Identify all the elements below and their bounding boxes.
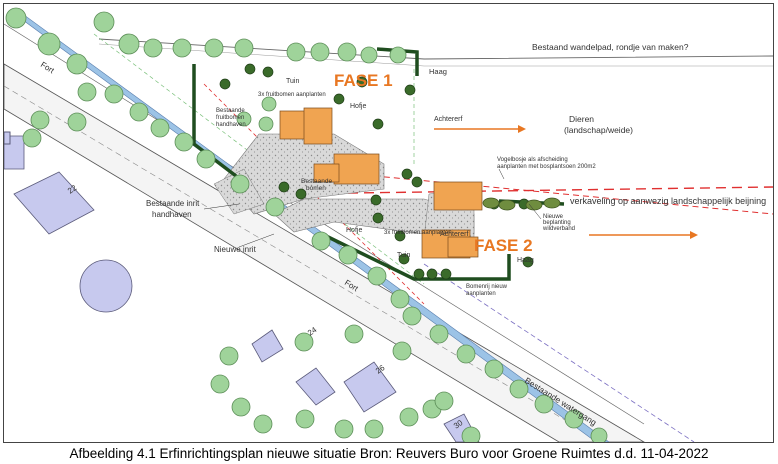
label-bomenrij-1: Bomenrij nieuw — [466, 284, 508, 290]
label-dieren: Dieren — [569, 114, 594, 124]
label-beplanting-3: wildverband — [542, 226, 575, 232]
label-bestaande-bomen-2: bomen — [306, 185, 326, 192]
label-inrit-bestaand-1: Bestaande inrit — [146, 199, 200, 208]
figure-caption: Afbeelding 4.1 Erfinrichtingsplan nieuwe… — [69, 446, 709, 461]
site-plan-drawing: FASE 1 FASE 2 Bestaand wandelpad, rondje… — [4, 7, 773, 442]
road-centerline — [4, 85, 603, 442]
purple-dashed — [423, 263, 695, 442]
label-verkaveling: verkaveling op aanwezig landschappelijk … — [570, 196, 766, 206]
label-wandelpad: Bestaand wandelpad, rondje van maken? — [532, 42, 689, 52]
label-beplanting-2: beplanting — [543, 220, 571, 226]
arrows — [434, 125, 698, 239]
label-fruit-bestaand-1: Bestaande — [216, 108, 245, 114]
label-fruit-new: 3x fruitbomen aanplanten — [258, 92, 326, 98]
label-achtererf-1: Achtererf — [434, 116, 462, 123]
green-dashed-1 — [93, 33, 425, 285]
label-nieuwe-inrit: Nieuwe inrit — [214, 245, 257, 254]
label-fruit-hofje: 3x fruitbomen aanplanten — [384, 230, 452, 236]
label-fase1: FASE 1 — [334, 71, 393, 90]
site-plan-frame: FASE 1 FASE 2 Bestaand wandelpad, rondje… — [3, 3, 774, 443]
buildings-fase1 — [279, 107, 380, 185]
label-fruit-bestaand-3: handhaven — [216, 122, 246, 128]
label-haag-1: Haag — [429, 67, 447, 76]
label-tuin-1: Tuin — [286, 78, 299, 85]
label-vogelbosje-2: aanplanten met bosplantsoen 200m2 — [497, 164, 596, 170]
label-hofje-2: Hofje — [346, 227, 362, 234]
existing-houses — [4, 135, 480, 442]
shrubs — [482, 197, 561, 211]
label-haag-2: Haag — [517, 257, 534, 264]
label-fruit-bestaand-2: fruitbomen — [216, 115, 244, 121]
label-bestaande-bomen-1: Bestaande — [301, 178, 332, 185]
label-beplanting-1: Nieuwe — [543, 214, 564, 220]
label-fort-1: Fort — [39, 60, 56, 76]
buildings-fase2 — [421, 181, 483, 259]
hut — [4, 131, 11, 145]
roundabout — [79, 259, 133, 313]
label-tuin-2: Tuin — [397, 252, 410, 259]
trees-light — [5, 7, 608, 442]
label-inrit-bestaand-2: handhaven — [152, 210, 192, 219]
label-fase2: FASE 2 — [474, 236, 533, 255]
label-vogelbosje-1: Vogelbosje als afscheiding — [497, 157, 568, 163]
label-bomenrij-2: aanplanten — [466, 291, 496, 297]
label-hofje-1: Hofje — [350, 103, 366, 110]
red-dashed-line-2 — [353, 173, 773, 215]
label-achtererf-2: Achtererf — [440, 231, 468, 238]
label-landschap: (landschap/weide) — [564, 125, 633, 135]
leader-lines — [203, 168, 542, 248]
